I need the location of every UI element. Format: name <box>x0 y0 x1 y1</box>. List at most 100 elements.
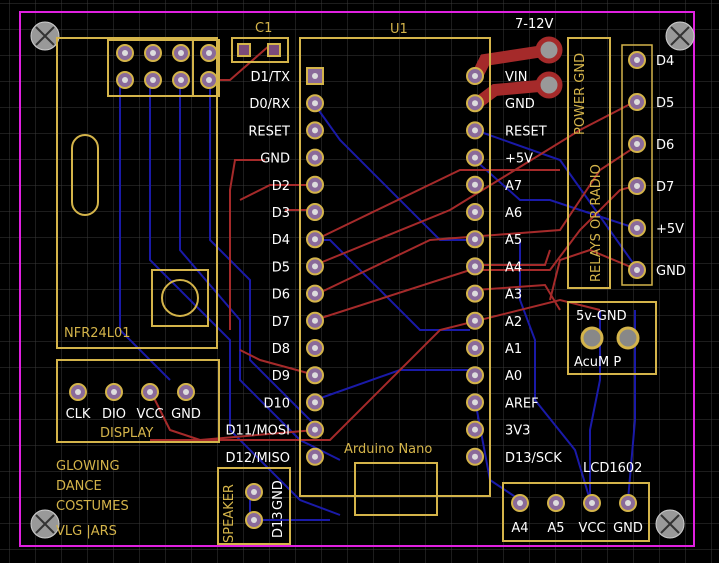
arduino-right-pin-label: AREF <box>505 396 539 411</box>
lcd-pins: A4 A5 VCC GND <box>511 494 643 536</box>
display-pin-label: GND <box>171 407 201 422</box>
arduino-pad-right-5-drill <box>472 209 478 215</box>
arduino-left-pin-label: D3 <box>272 206 290 221</box>
arduino-outline <box>299 37 491 497</box>
mounting-hole-bl <box>30 509 60 539</box>
arduino-pad-left-8-drill <box>312 290 318 297</box>
arduino-right-pin-label: A4 <box>505 260 522 275</box>
board-title-line: DANCE <box>56 479 102 494</box>
nrf-pad-0-2-drill <box>178 50 184 56</box>
arduino-usb-outline <box>354 462 438 516</box>
power-header-outline <box>567 301 657 375</box>
arduino-pad-right-12-drill <box>472 399 478 406</box>
power-header-label: 5v-GND <box>576 309 627 324</box>
nrf-pad-1-2-drill <box>178 77 184 83</box>
arduino-pad-left-11-drill <box>312 372 318 379</box>
vin-pads <box>535 36 563 99</box>
u1-label: U1 <box>390 22 408 37</box>
arduino-left-pin-label: D7 <box>272 315 290 330</box>
relay-pin-label: +5V <box>656 222 684 237</box>
speaker-pad-0-drill <box>251 489 257 495</box>
display-pad-0-drill <box>75 389 81 395</box>
relays-header-outline <box>567 37 611 289</box>
arduino-right-pin-label: A2 <box>505 315 522 330</box>
display-pad-2-drill <box>147 389 153 395</box>
display-pad-1-drill <box>111 389 117 395</box>
nrf-pad-0-1-drill <box>150 50 156 56</box>
power-gnd-label: POWER GND <box>573 53 588 135</box>
arduino-pad-left-10-drill <box>312 345 318 351</box>
arduino-right-pin-label: A5 <box>505 233 522 248</box>
relay-pin-label: GND <box>656 264 686 279</box>
lcd-pin-label: VCC <box>578 521 605 536</box>
mounting-hole-br <box>655 509 685 539</box>
arduino-right-pin-label: VIN <box>505 70 527 85</box>
relays-pin-outline <box>621 44 653 286</box>
arduino-pad-left-7-drill <box>312 263 318 270</box>
lcd-pin-label: A4 <box>511 521 528 536</box>
arduino-label: Arduino Nano <box>344 442 432 457</box>
arduino-left-pins: D1/TXD0/RXRESETGNDD2D3D4D5D6D7D8D9D10D11… <box>226 67 324 466</box>
display-pin-label: CLK <box>66 407 91 422</box>
arduino-right-pin-label: A6 <box>505 206 522 221</box>
arduino-left-pin-label: GND <box>260 152 290 167</box>
relay-pad-5-drill <box>634 267 640 273</box>
arduino-pad-right-7-drill <box>472 263 478 270</box>
arduino-pad-right-2-drill <box>472 127 478 134</box>
display-pin-label: DIO <box>102 407 126 422</box>
relay-pad-4-drill <box>634 225 640 231</box>
arduino-right-pin-label: A3 <box>505 288 522 303</box>
arduino-right-pin-label: A7 <box>505 179 522 194</box>
arduino-left-pin-label: D11/MOSI <box>226 424 290 439</box>
arduino-right-pin-label: 3V3 <box>505 424 530 439</box>
arduino-pad-left-2-drill <box>312 127 318 134</box>
arduino-pad-right-14-drill <box>472 453 478 460</box>
nrf-pad-1-0-drill <box>122 77 128 83</box>
relay-pad-2-drill <box>634 141 640 147</box>
arduino-right-pin-label: GND <box>505 97 535 112</box>
input-voltage-label: 7-12V <box>515 17 554 32</box>
arduino-left-pin-label: D6 <box>272 288 290 303</box>
arduino-pad-left-12-drill <box>312 399 318 406</box>
arduino-pad-left-1-drill <box>312 100 318 107</box>
lcd-header-outline <box>502 482 650 542</box>
lcd-pin-label: GND <box>613 521 643 536</box>
arduino-pad-right-3-drill <box>472 154 478 161</box>
arduino-pad-left-5-drill <box>312 209 318 215</box>
board-title-line: VLG |ARS <box>56 524 117 539</box>
arduino-right-pin-label: A1 <box>505 342 522 357</box>
speaker-outline <box>217 467 291 545</box>
arduino-pad-right-9-drill <box>472 317 478 324</box>
display-label: DISPLAY <box>100 426 153 441</box>
relay-pad-1-drill <box>634 99 640 105</box>
nrf-pad-1-1-drill <box>150 77 156 83</box>
power-header-pads <box>580 326 640 350</box>
arduino-left-pin-label: D1/TX <box>250 70 290 85</box>
arduino-pad-left-14-drill <box>312 453 318 460</box>
nrf-label: NFR24L01 <box>64 326 131 341</box>
relay-pin-label: D7 <box>656 180 674 195</box>
arduino-left-pin-label: D4 <box>272 233 290 248</box>
relay-pad-3-drill <box>634 183 640 189</box>
speaker-pin-label: GND <box>271 480 286 510</box>
lcd-pad-0-drill <box>517 500 523 506</box>
lcd-pin-label: A5 <box>547 521 564 536</box>
mounting-hole-tr <box>665 21 695 51</box>
relay-pin-label: D4 <box>656 54 674 69</box>
nrf-pad-1-3-drill <box>206 77 212 83</box>
arduino-left-pin-label: D9 <box>272 369 290 384</box>
nrf-header-pads <box>116 39 220 97</box>
nrf-pad-0-0-drill <box>122 50 128 56</box>
arduino-right-pin-label: +5V <box>505 152 533 167</box>
arduino-right-pins: VINGNDRESET+5VA7A6A5A4A3A2A1A0AREF3V3D13… <box>466 67 562 466</box>
lcd-pad-3-drill <box>625 500 631 506</box>
display-pad-3-drill <box>183 389 189 395</box>
lcd-pad-1-drill <box>553 500 559 506</box>
nrf-pad-0-3-drill <box>206 50 212 56</box>
arduino-pad-right-6-drill <box>472 236 478 243</box>
c1-label: C1 <box>255 21 272 36</box>
